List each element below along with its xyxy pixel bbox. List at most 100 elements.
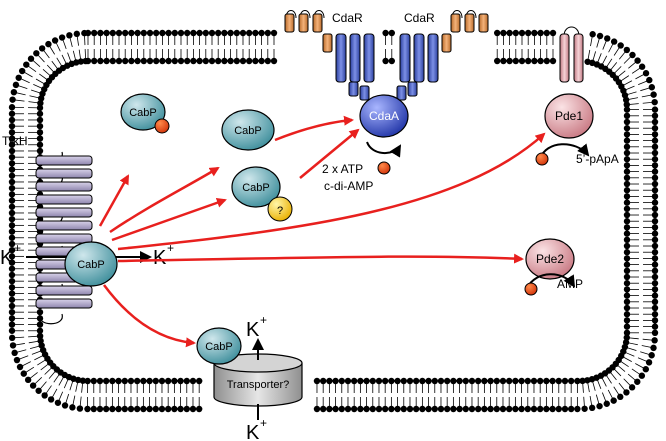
lipid-head bbox=[8, 191, 16, 198]
lipid-head bbox=[561, 405, 569, 413]
lipid-head bbox=[382, 57, 389, 65]
lipid-head bbox=[11, 349, 18, 357]
lipid-head bbox=[561, 377, 569, 385]
lipid-head bbox=[425, 405, 432, 413]
lipid-head bbox=[319, 377, 327, 385]
lipid-head bbox=[146, 29, 154, 37]
lipid-head bbox=[400, 405, 407, 413]
lipid-head bbox=[246, 29, 253, 37]
lipid-head bbox=[638, 372, 646, 379]
lipid-head bbox=[16, 363, 24, 371]
lipid-head bbox=[651, 156, 659, 163]
lipid-head bbox=[425, 377, 432, 385]
lipid-head bbox=[258, 29, 265, 37]
lipid-head bbox=[623, 180, 631, 188]
lipid-head bbox=[525, 57, 532, 65]
cdaa-linkers bbox=[348, 81, 418, 101]
lipid-head bbox=[651, 329, 659, 337]
cabp-unknown-partner: CabP ? bbox=[231, 166, 293, 222]
lipid-head bbox=[506, 29, 513, 37]
cabp-bound-label: CabP bbox=[129, 107, 157, 119]
lipid-head bbox=[567, 377, 575, 385]
lipid-head bbox=[189, 377, 197, 385]
lipid-head bbox=[221, 29, 228, 37]
lipid-head bbox=[8, 315, 16, 322]
lipid-head bbox=[462, 405, 469, 413]
atp-label: 2 x ATP bbox=[322, 162, 363, 176]
lipid-head bbox=[400, 377, 407, 385]
lipid-head bbox=[8, 160, 16, 167]
lipid-head bbox=[651, 298, 659, 306]
lipid-head bbox=[51, 37, 59, 44]
lipid-head bbox=[115, 377, 122, 385]
lipid-head bbox=[8, 141, 16, 148]
lipid-head bbox=[344, 377, 352, 385]
lipid-head bbox=[443, 405, 451, 413]
pde1-label: Pde1 bbox=[555, 109, 583, 123]
lipid-head bbox=[574, 405, 581, 413]
lipid-head bbox=[555, 405, 562, 413]
lipid-head bbox=[651, 286, 659, 293]
arrow-to-transporter bbox=[102, 284, 196, 348]
lipid-head bbox=[493, 377, 500, 385]
lipid-head bbox=[651, 337, 658, 344]
arrow-to-pde2 bbox=[117, 253, 524, 264]
lipid-head bbox=[8, 172, 16, 179]
lipid-head bbox=[530, 405, 538, 413]
pappa-label: 5’-pApA bbox=[576, 152, 619, 166]
lipid-head bbox=[8, 308, 16, 316]
lipid-head bbox=[623, 236, 631, 244]
lipid-head bbox=[177, 57, 185, 65]
lipid-head bbox=[171, 405, 178, 413]
lipid-head bbox=[41, 392, 48, 399]
lipid-head bbox=[651, 180, 659, 188]
lipid-head bbox=[47, 396, 55, 403]
lipid-head bbox=[363, 377, 370, 385]
lipid-head bbox=[651, 255, 659, 262]
lipid-head bbox=[36, 135, 44, 142]
lipid-head bbox=[202, 57, 209, 65]
lipid-head bbox=[184, 57, 191, 65]
lipid-head bbox=[617, 42, 624, 49]
lipid-head bbox=[33, 50, 40, 57]
cabp-free-label: CabP bbox=[234, 125, 262, 137]
lipid-head bbox=[344, 405, 352, 413]
lipid-head bbox=[500, 29, 507, 37]
lipid-head bbox=[623, 149, 631, 157]
lipid-head bbox=[651, 187, 659, 194]
lipid-head bbox=[543, 377, 550, 385]
lipid-head bbox=[623, 261, 631, 268]
lipid-head bbox=[171, 29, 178, 37]
lipid-head bbox=[623, 118, 631, 126]
lipid-head bbox=[146, 405, 153, 413]
lipid-head bbox=[8, 271, 16, 279]
arrow-to-cabp-free bbox=[109, 166, 220, 234]
lipid-head bbox=[363, 405, 370, 413]
cabp-transporter-label: CabP bbox=[205, 341, 233, 353]
lipid-head bbox=[140, 57, 147, 65]
lipid-head bbox=[512, 405, 519, 413]
lipid-head bbox=[450, 405, 457, 413]
lipid-head bbox=[97, 57, 104, 65]
lipid-head bbox=[146, 57, 154, 65]
lipid-head bbox=[646, 76, 653, 84]
lipid-head bbox=[8, 253, 16, 260]
lipid-head bbox=[38, 45, 46, 52]
lipid-head bbox=[651, 98, 658, 106]
lipid-head bbox=[603, 400, 610, 407]
lipid-head bbox=[115, 57, 123, 65]
lipid-head bbox=[177, 377, 184, 385]
lipid-head bbox=[512, 29, 519, 37]
lipid-head bbox=[369, 405, 376, 413]
k-in-label: K bbox=[0, 247, 14, 269]
lipid-head bbox=[628, 384, 636, 391]
lipid-head bbox=[518, 29, 526, 37]
lipid-head bbox=[36, 308, 44, 316]
lipid-head bbox=[549, 377, 556, 385]
lipid-head bbox=[8, 240, 16, 248]
lipid-head bbox=[651, 149, 659, 157]
lipid-head bbox=[375, 405, 383, 413]
lipid-head bbox=[623, 162, 631, 169]
lipid-head bbox=[456, 405, 463, 413]
